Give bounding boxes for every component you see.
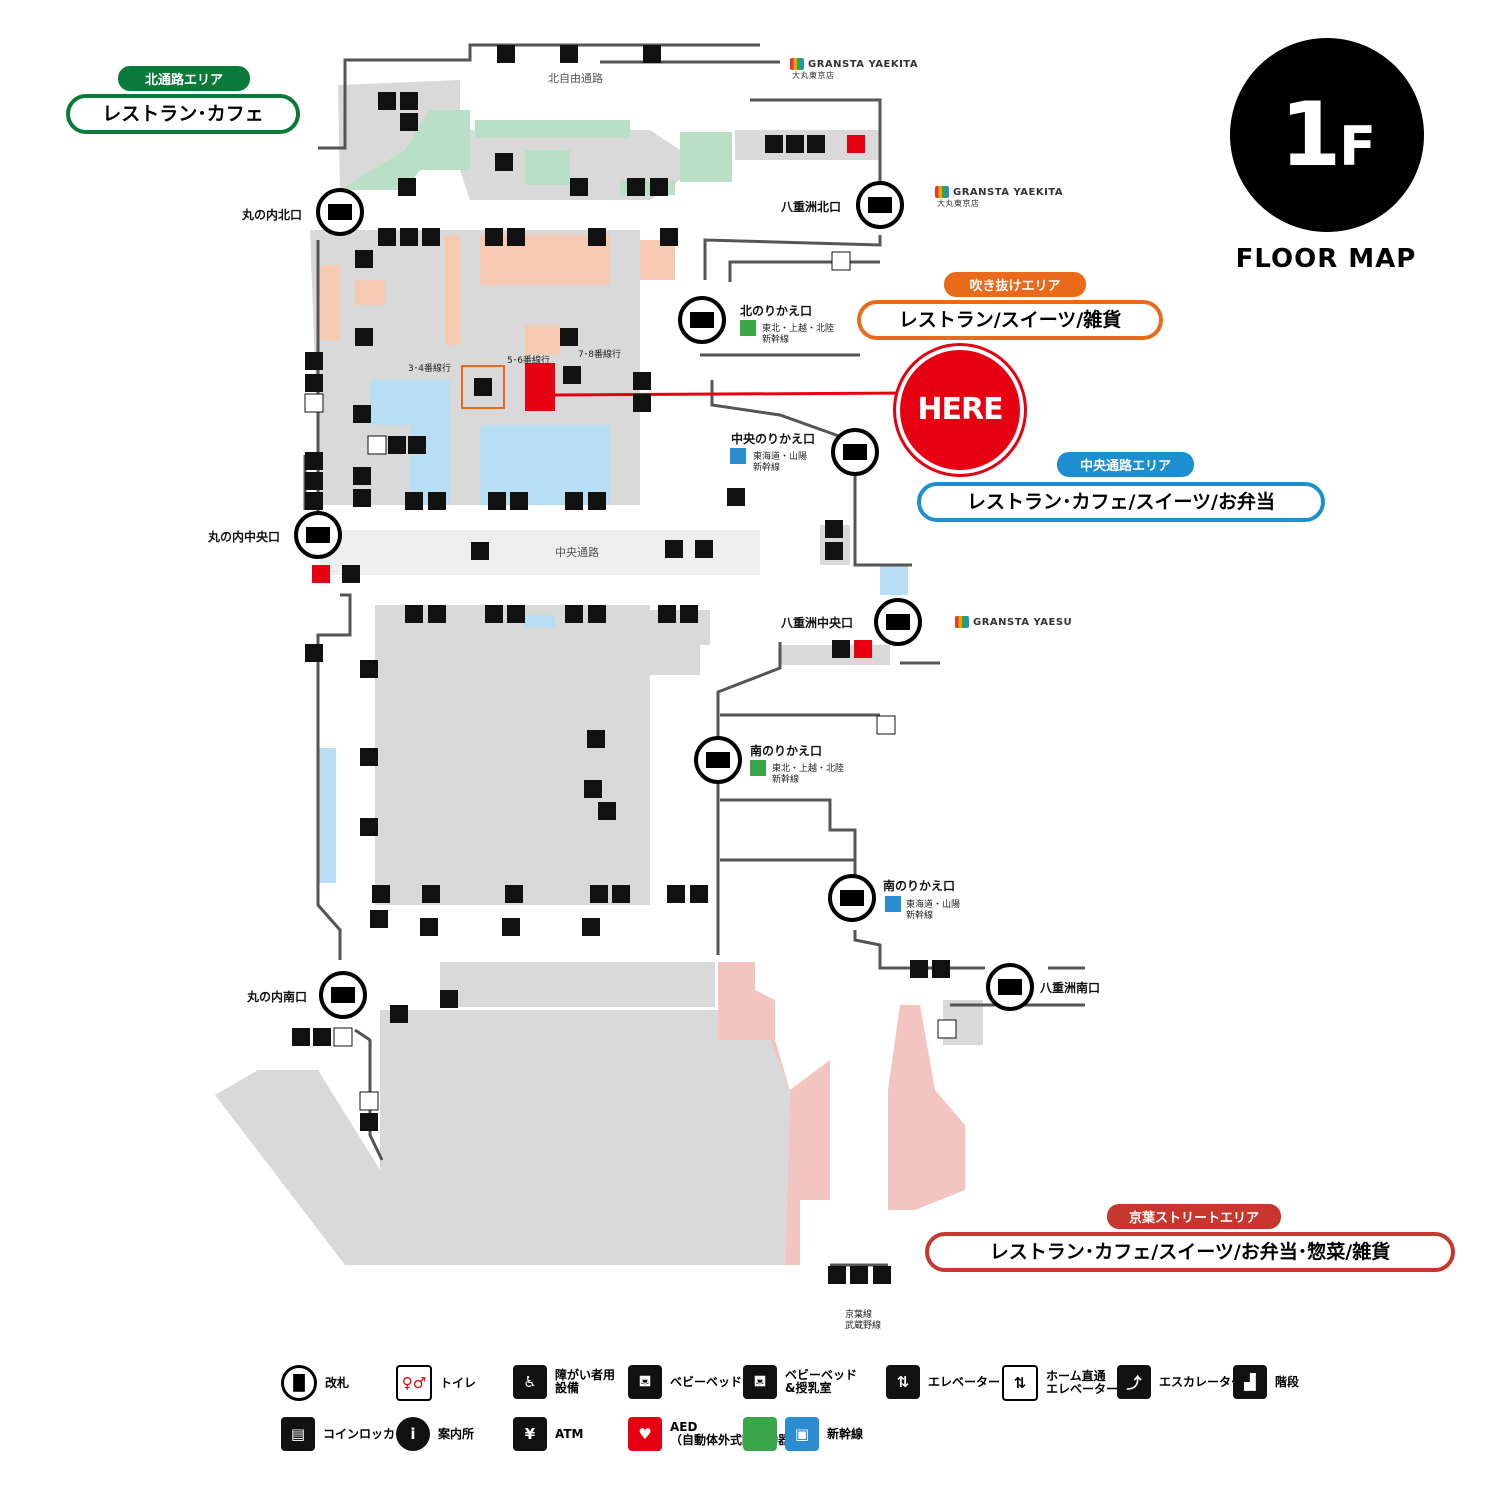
gransta-name: GRANSTA YAEKITA bbox=[808, 59, 919, 70]
gate-label-central-transfer: 中央のりかえ口 bbox=[731, 432, 816, 446]
gransta-sub: 大丸東京店 bbox=[792, 71, 835, 80]
legend-ticket-gate: ▐▌ 改札 bbox=[281, 1365, 349, 1401]
legend-escalator: ⤴ エスカレーター bbox=[1117, 1365, 1243, 1399]
gransta-logo-icon bbox=[790, 58, 804, 70]
gransta-logo-icon bbox=[935, 186, 949, 198]
shops-central bbox=[318, 380, 908, 883]
legend-label: エスカレーター bbox=[1159, 1374, 1244, 1389]
floor-badge: 1F bbox=[1230, 38, 1424, 232]
line-label-central-transfer-2: 新幹線 bbox=[753, 463, 781, 473]
legend-label: ベビーベッド bbox=[670, 1374, 743, 1389]
ticket-gates bbox=[294, 181, 1034, 1019]
gransta-yaesu: GRANSTA YAESU bbox=[955, 616, 1072, 628]
area-content-atrium: レストラン/スイーツ/雑貨 bbox=[857, 300, 1163, 340]
legend-label: エレベーター bbox=[928, 1374, 1001, 1389]
line-label-north-transfer-2: 新幹線 bbox=[762, 335, 790, 345]
stairs-icon: ▟ bbox=[1233, 1365, 1267, 1399]
platform-elevator-icon: ⇅ bbox=[1002, 1365, 1038, 1401]
legend-label: 改札 bbox=[325, 1375, 350, 1390]
floor-number: 1 bbox=[1279, 83, 1341, 186]
platform-label-3: 7･8番線行 bbox=[578, 350, 621, 360]
legend-shinkansen: ▣ 新幹線 bbox=[743, 1417, 863, 1451]
legend-elevator: ⇅ エレベーター bbox=[886, 1365, 1000, 1399]
accessible-icon: ♿ bbox=[513, 1365, 547, 1399]
gate-label-yaesu-south: 八重洲南口 bbox=[1040, 981, 1101, 995]
legend-label: ATM bbox=[555, 1426, 584, 1441]
escalator-icon: ⤴ bbox=[1117, 1365, 1151, 1399]
area-title-central: 中央通路エリア bbox=[1057, 452, 1194, 477]
gate-label-south-transfer-1: 南のりかえ口 bbox=[750, 744, 823, 758]
area-content-keiyo: レストラン･カフェ/スイーツ/お弁当･惣菜/雑貨 bbox=[925, 1232, 1455, 1272]
legend-baby-bed-nursing: ⛾ ベビーベッド &授乳室 bbox=[743, 1365, 857, 1399]
gransta-name: GRANSTA YAEKITA bbox=[953, 187, 1064, 198]
line-label-south-transfer-2b: 新幹線 bbox=[906, 911, 934, 921]
gate-label-marunouchi-south: 丸の内南口 bbox=[247, 990, 308, 1004]
legend-label: コインロッカー bbox=[323, 1426, 408, 1441]
area-content-central: レストラン･カフェ/スイーツ/お弁当 bbox=[917, 482, 1325, 522]
keiyo-line-2: 武蔵野線 bbox=[845, 1321, 882, 1331]
gate-label-yaesu-central: 八重洲中央口 bbox=[781, 616, 854, 630]
you-are-here-badge: HERE bbox=[900, 350, 1020, 470]
legend-label: 階段 bbox=[1275, 1374, 1300, 1389]
legend-label: ベビーベッド &授乳室 bbox=[785, 1368, 858, 1395]
legend-label: 案内所 bbox=[438, 1426, 475, 1441]
legend-atm: ¥ ATM bbox=[513, 1417, 583, 1451]
platform-label-1: 3･4番線行 bbox=[408, 364, 451, 374]
shops-keiyo bbox=[718, 962, 965, 1265]
legend-label: ホーム直通 エレベーター bbox=[1046, 1369, 1119, 1396]
legend-label: トイレ bbox=[440, 1375, 477, 1390]
gransta-sub: 大丸東京店 bbox=[937, 199, 980, 208]
baby-bed-nursing-icon: ⛾ bbox=[743, 1365, 777, 1399]
legend-label: 障がい者用 設備 bbox=[555, 1368, 616, 1395]
gate-label-north-transfer: 北のりかえ口 bbox=[740, 304, 813, 318]
coin-locker-icon: ▤ bbox=[281, 1417, 315, 1451]
ticket-gate-icon: ▐▌ bbox=[281, 1365, 317, 1401]
line-label-central-transfer-1: 東海道・山陽 bbox=[753, 452, 808, 462]
passage-central: 中央通路 bbox=[555, 546, 599, 559]
floor-suffix: F bbox=[1339, 115, 1376, 178]
area-title-atrium: 吹き抜けエリア bbox=[944, 272, 1086, 297]
area-title-keiyo: 京葉ストリートエリア bbox=[1107, 1204, 1281, 1229]
atm-icon: ¥ bbox=[513, 1417, 547, 1451]
gate-label-south-transfer-2: 南のりかえ口 bbox=[883, 879, 956, 893]
gate-label-marunouchi-north: 丸の内北口 bbox=[242, 208, 303, 222]
line-label-south-transfer-1a: 東北・上越・北陸 bbox=[772, 764, 845, 774]
legend-platform-elevator: ⇅ ホーム直通 エレベーター bbox=[1002, 1365, 1118, 1401]
legend-coin-locker: ▤ コインロッカー bbox=[281, 1417, 407, 1451]
line-label-north-transfer-1: 東北・上越・北陸 bbox=[762, 324, 835, 334]
toilet-icon: ♀♂ bbox=[396, 1365, 432, 1401]
keiyo-line-1: 京葉線 bbox=[845, 1310, 873, 1320]
facility-icons bbox=[292, 45, 957, 1284]
legend-accessible: ♿ 障がい者用 設備 bbox=[513, 1365, 615, 1399]
shinkansen-icon: ▣ bbox=[785, 1417, 819, 1451]
gransta-logo-icon bbox=[955, 616, 969, 628]
legend-information: i 案内所 bbox=[396, 1417, 474, 1451]
legend-label: 新幹線 bbox=[827, 1426, 864, 1441]
gate-label-marunouchi-central: 丸の内中央口 bbox=[208, 530, 281, 544]
legend-stairs: ▟ 階段 bbox=[1233, 1365, 1299, 1399]
legend-baby-bed: ⛾ ベビーベッド bbox=[628, 1365, 742, 1399]
elevator-icon: ⇅ bbox=[886, 1365, 920, 1399]
gate-label-yaesu-north: 八重洲北口 bbox=[781, 200, 842, 214]
escalator-atrium-outline bbox=[461, 365, 505, 409]
current-location-marker bbox=[525, 363, 555, 411]
shinkansen-green-icon bbox=[743, 1417, 777, 1451]
aed-icon: ♥ bbox=[628, 1417, 662, 1451]
platform-label-2: 5･6番線行 bbox=[507, 356, 550, 366]
area-content-north: レストラン･カフェ bbox=[66, 94, 300, 134]
area-title-north: 北通路エリア bbox=[118, 66, 250, 91]
information-icon: i bbox=[396, 1417, 430, 1451]
line-label-south-transfer-2a: 東海道・山陽 bbox=[906, 900, 961, 910]
passage-north: 北自由通路 bbox=[548, 72, 603, 85]
gransta-name: GRANSTA YAESU bbox=[973, 617, 1073, 628]
line-label-south-transfer-1b: 新幹線 bbox=[772, 775, 800, 785]
legend-toilet: ♀♂ トイレ bbox=[396, 1365, 476, 1401]
floor-caption: FLOOR MAP bbox=[1235, 244, 1417, 274]
baby-bed-icon: ⛾ bbox=[628, 1365, 662, 1399]
you-are-here-label: HERE bbox=[917, 392, 1003, 427]
here-pointer-line bbox=[554, 391, 906, 397]
